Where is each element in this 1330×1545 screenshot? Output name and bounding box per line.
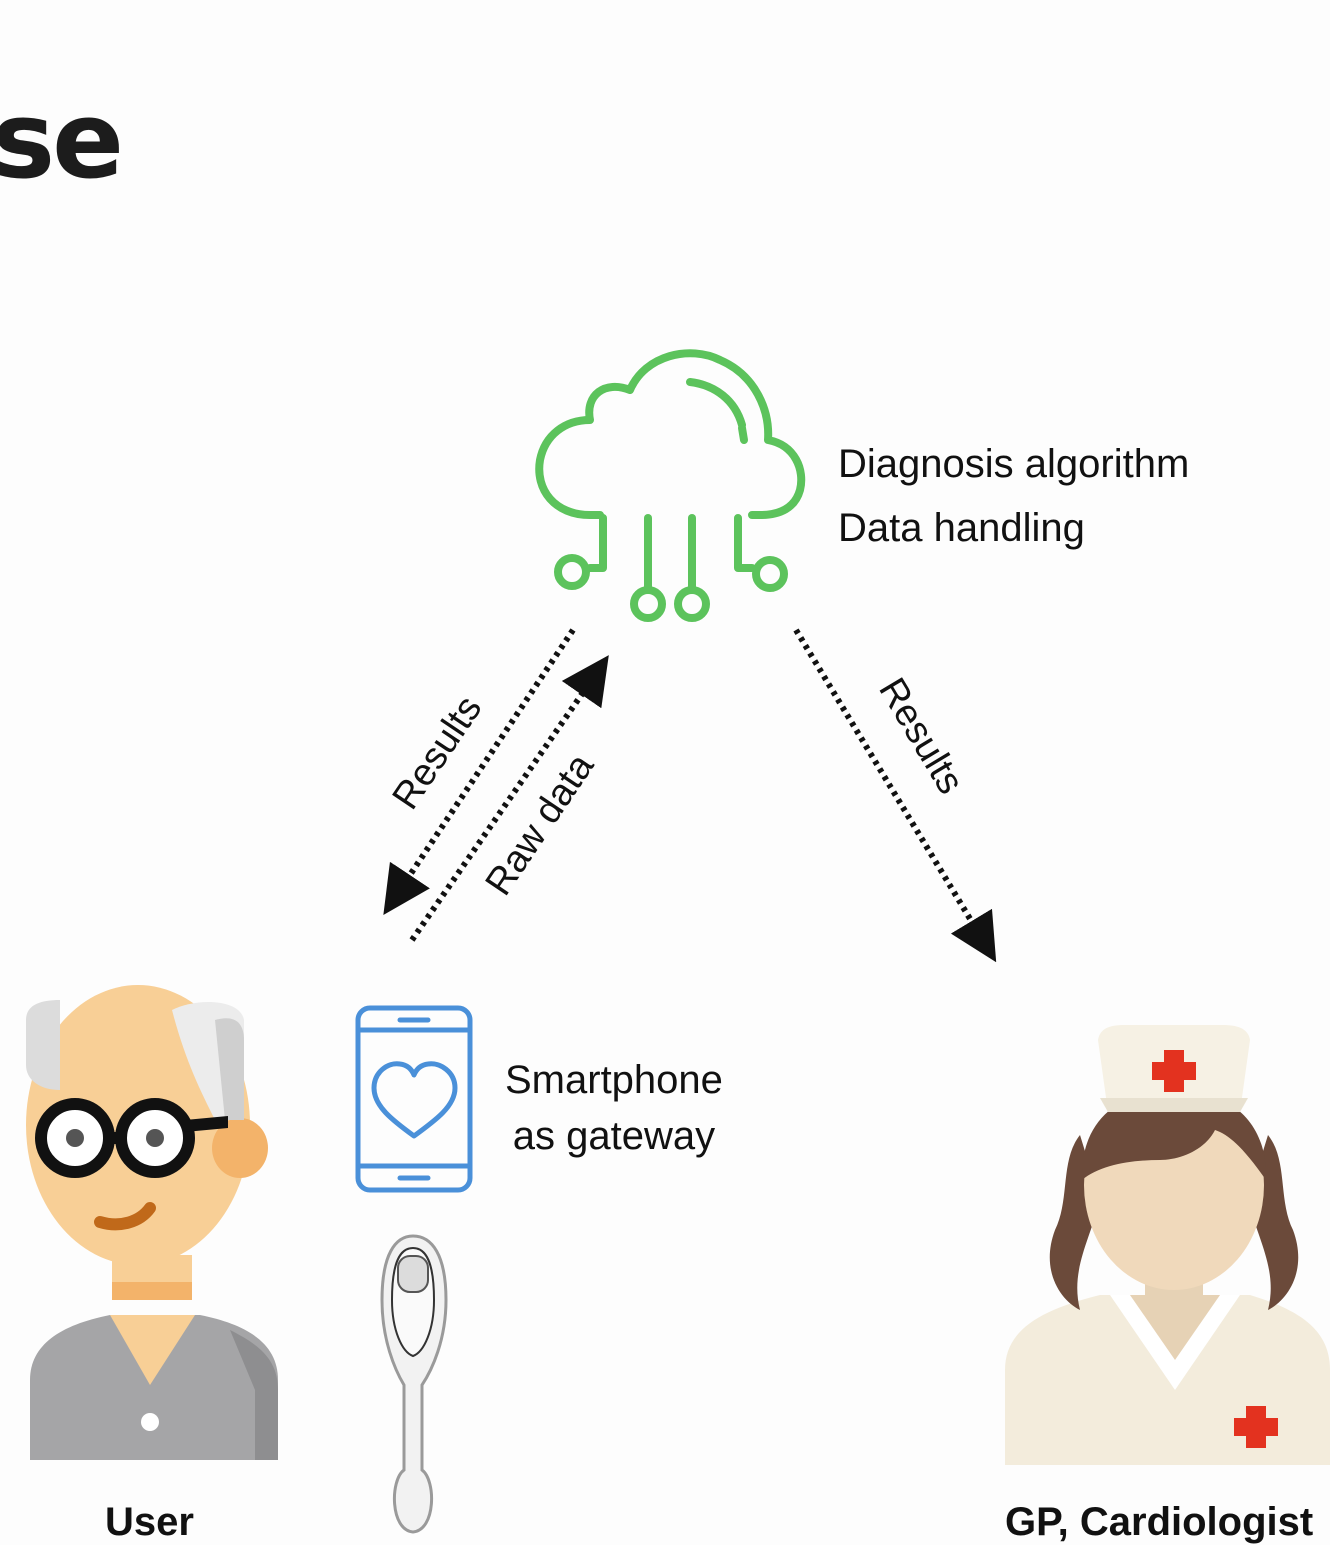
- phone-caption-line-1: Smartphone: [505, 1058, 723, 1102]
- phone-caption-line-2: as gateway: [512, 1114, 716, 1158]
- cloud-caption-line-2: Data handling: [838, 506, 1085, 550]
- arrow-raw-data-to-cloud: [409, 655, 609, 942]
- gp-label: GP, Cardiologist: [1005, 1500, 1314, 1544]
- phone-caption: Smartphone as gateway: [505, 1052, 723, 1164]
- smartphone-heart-icon: [355, 1005, 473, 1193]
- user-label: User: [105, 1500, 194, 1544]
- cloud-circuit-icon: [535, 349, 806, 622]
- ecg-sensor-icon: [380, 1234, 448, 1534]
- arrow-results-to-user: [383, 628, 576, 915]
- arrow-label-results-gp: Results: [870, 671, 971, 801]
- cloud-caption-line-1: Diagnosis algorithm: [838, 442, 1190, 486]
- nurse-icon: [1005, 1025, 1330, 1465]
- arrow-label-results-user: Results: [385, 688, 491, 817]
- elderly-user-icon: [26, 985, 278, 1460]
- cloud-caption: Diagnosis algorithm Data handling: [838, 432, 1189, 560]
- page-title: se: [0, 79, 124, 202]
- arrow-label-raw-data: Raw data: [478, 746, 603, 903]
